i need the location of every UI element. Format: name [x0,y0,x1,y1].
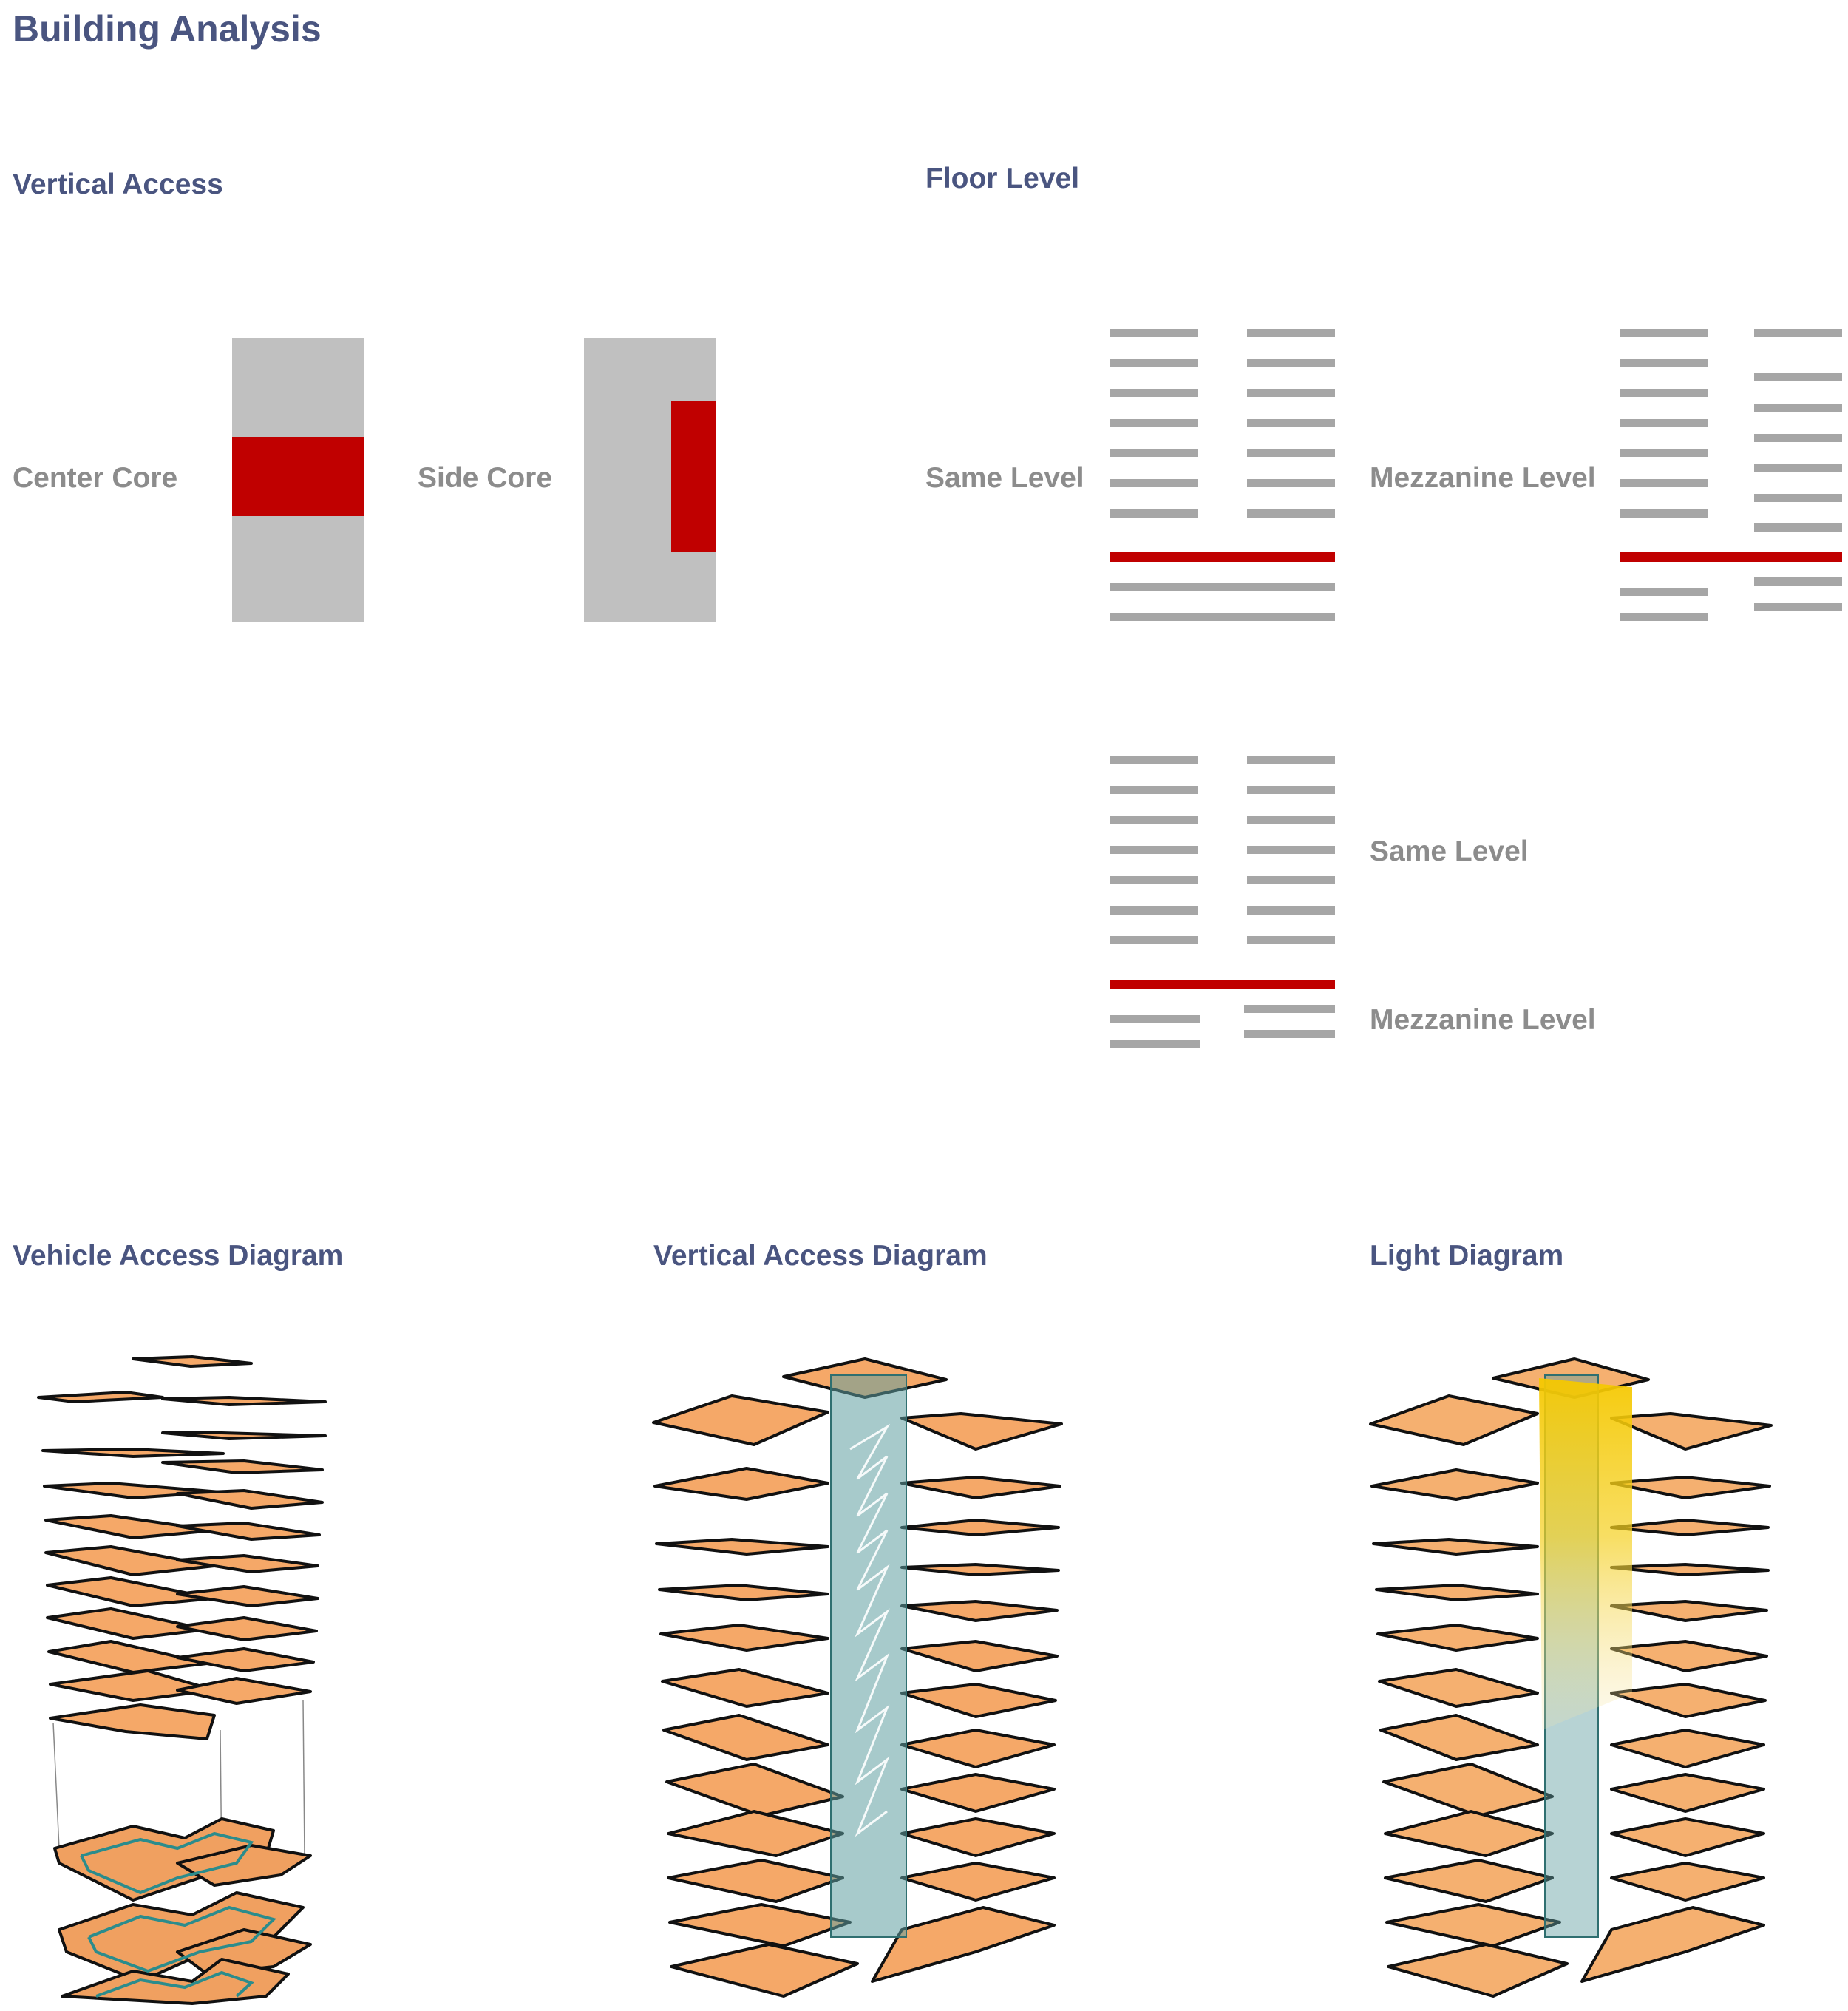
floor-line [1247,936,1335,944]
floor-line [1247,419,1335,427]
center-core-label: Center Core [13,462,178,494]
page-title: Building Analysis [13,8,322,50]
floor-line [1247,449,1335,457]
floor-line [1620,449,1708,457]
floor-line [1110,756,1198,764]
floor-line [1754,434,1842,442]
floor-line [1247,876,1335,884]
floor-line [1110,479,1198,487]
floor-line [1247,389,1335,397]
floor-line [1110,816,1198,824]
floor-line [1110,509,1198,518]
side-core-block [671,401,716,552]
floor-line [1247,786,1335,794]
floor-line [1247,756,1335,764]
floor-line [1110,936,1198,944]
floor-line [1244,1030,1335,1038]
floor-line [1620,419,1708,427]
floor-line [1754,603,1842,611]
floor-line [1247,359,1335,367]
floor-line [1110,359,1198,367]
floor-line [1110,1040,1200,1048]
floor-line [1620,329,1708,337]
access-floor-line [1110,552,1335,562]
floor-line [1620,588,1708,596]
vehicle-access-axonometric [37,1355,327,2005]
floor-line [1247,479,1335,487]
center-core-block [232,437,364,516]
floor-line [1247,846,1335,854]
light-axonometric [1369,1357,1773,1998]
floor-line [1110,846,1198,854]
floor-line [1754,404,1842,412]
floor-line [1247,816,1335,824]
floor-line [1754,373,1842,381]
floor-line [1620,389,1708,397]
floor-line [1247,329,1335,337]
floor-line [1110,449,1198,457]
side-core-label: Side Core [418,462,553,494]
vertical-access-heading: Vertical Access [13,169,223,200]
vertical-core [830,1374,907,1938]
same-level-label: Same Level [925,462,1084,494]
combined-same-level-label: Same Level [1370,835,1529,867]
floor-line [1110,1015,1200,1023]
floor-line [1110,583,1335,591]
vertical-access-diagram-heading: Vertical Access Diagram [653,1240,988,1272]
floor-line [1754,577,1842,586]
floor-line [1620,479,1708,487]
access-floor-line [1620,552,1842,562]
floor-line [1110,906,1198,915]
floor-line [1110,329,1198,337]
floor-line [1110,419,1198,427]
light-shaft [1539,1378,1632,1730]
floor-line [1754,464,1842,472]
floor-line [1244,1005,1335,1013]
mezzanine-level-label: Mezzanine Level [1370,462,1596,494]
floor-line [1754,523,1842,532]
floor-line [1110,613,1335,621]
vehicle-access-heading: Vehicle Access Diagram [13,1240,344,1272]
light-diagram-heading: Light Diagram [1370,1240,1564,1272]
floor-line [1110,876,1198,884]
combined-mezzanine-level-label: Mezzanine Level [1370,1004,1596,1036]
floor-line [1110,786,1198,794]
floor-line [1620,509,1708,518]
floor-line [1620,359,1708,367]
floor-line [1110,389,1198,397]
floor-line [1754,329,1842,337]
access-floor-line [1110,980,1335,989]
floor-line [1754,494,1842,502]
floor-line [1247,906,1335,915]
floor-line [1620,613,1708,621]
vertical-access-axonometric [652,1357,1063,1998]
floor-line [1247,509,1335,518]
floor-level-heading: Floor Level [925,163,1080,194]
